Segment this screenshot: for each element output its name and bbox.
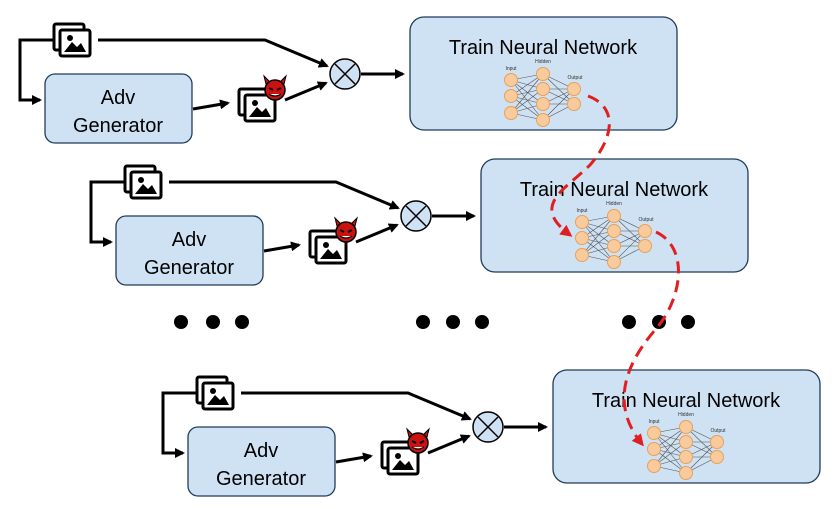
weight-transfer-links	[550, 94, 680, 447]
adv-generator-box	[115, 215, 264, 286]
network-title: Train Neural Network	[592, 390, 781, 412]
generator-output-arrow	[263, 241, 301, 253]
adv-generator-box	[44, 73, 193, 144]
hidden-neuron	[679, 435, 693, 449]
ellipsis-dot	[622, 315, 636, 329]
circled-x-icon	[400, 200, 432, 232]
input-neuron	[647, 459, 661, 473]
adv-generator-box	[187, 426, 336, 497]
network-input-label: Input	[576, 208, 588, 214]
output-neuron	[567, 97, 581, 111]
input-neuron	[504, 73, 518, 87]
devil-image-stack-icon	[380, 427, 431, 476]
generator-output-arrow	[335, 452, 373, 464]
adv-generator-label: Generator	[73, 115, 163, 137]
network-hidden-label: Hidden	[678, 412, 694, 418]
output-neuron	[710, 450, 724, 464]
ellipsis-dot	[235, 315, 249, 329]
network-link	[542, 88, 575, 121]
generator-output-arrow	[192, 99, 230, 111]
hidden-neuron	[536, 82, 550, 96]
network-input-label: Input	[505, 66, 517, 72]
hidden-neuron	[607, 209, 621, 223]
hidden-neuron	[607, 224, 621, 238]
hidden-neuron	[679, 420, 693, 434]
network-input-label: Input	[648, 419, 660, 425]
adv-generator-label: Adv	[244, 440, 278, 462]
weight-transfer-arrow	[550, 94, 611, 237]
network-title: Train Neural Network	[520, 179, 709, 201]
network-link	[510, 73, 544, 114]
network-hidden-label: Hidden	[606, 201, 622, 207]
weight-transfer-arrow	[622, 230, 680, 447]
adv-generator-label: Generator	[144, 257, 234, 279]
hidden-neuron	[679, 466, 693, 480]
branch-connector	[89, 180, 125, 247]
circled-x-icon	[472, 411, 504, 443]
network-link	[653, 426, 687, 467]
output-neuron	[710, 435, 724, 449]
network-link	[613, 230, 646, 263]
adv-generator-label: Adv	[172, 229, 206, 251]
network-output-label: Output	[710, 428, 726, 434]
image-stack-icon	[123, 164, 163, 200]
network-output-label: Output	[567, 75, 583, 81]
clean-image-arrow	[98, 38, 329, 68]
ellipsis-dot	[174, 315, 188, 329]
hidden-neuron	[607, 239, 621, 253]
output-neuron	[638, 239, 652, 253]
ellipsis-dot	[416, 315, 430, 329]
hidden-neuron	[607, 255, 621, 269]
ellipsis-dot	[446, 315, 460, 329]
input-neuron	[575, 215, 589, 229]
input-neuron	[647, 442, 661, 456]
network-output-label: Output	[638, 217, 654, 223]
ellipsis-dot	[206, 315, 220, 329]
circled-x-icon	[329, 58, 361, 90]
hidden-neuron	[679, 450, 693, 464]
image-stack-icon	[195, 375, 235, 411]
input-neuron	[647, 426, 661, 440]
hidden-neuron	[536, 97, 550, 111]
branch-connector	[18, 38, 54, 105]
ellipsis-dots	[174, 315, 695, 329]
network-link	[581, 215, 615, 256]
input-neuron	[575, 248, 589, 262]
ellipsis-dot	[475, 315, 489, 329]
hidden-neuron	[536, 67, 550, 81]
hidden-neuron	[536, 113, 550, 127]
branch-connector	[161, 391, 197, 458]
clean-image-arrow	[169, 180, 400, 210]
network-title: Train Neural Network	[449, 37, 638, 59]
ellipsis-dot	[681, 315, 695, 329]
input-neuron	[504, 89, 518, 103]
input-neuron	[504, 106, 518, 120]
adv-generator-label: Generator	[216, 468, 306, 490]
adversarial-image-arrow	[355, 223, 399, 244]
clean-image-arrow	[241, 391, 472, 421]
adversarial-image-arrow	[427, 434, 471, 455]
output-neuron	[567, 82, 581, 96]
adv-generator-label: Adv	[101, 87, 135, 109]
devil-image-stack-icon	[308, 216, 359, 265]
network-link	[685, 441, 718, 474]
adversarial-image-arrow	[284, 81, 328, 102]
devil-image-stack-icon	[237, 74, 288, 123]
image-stack-icon	[52, 22, 92, 58]
input-neuron	[575, 231, 589, 245]
output-neuron	[638, 224, 652, 238]
network-hidden-label: Hidden	[535, 59, 551, 65]
